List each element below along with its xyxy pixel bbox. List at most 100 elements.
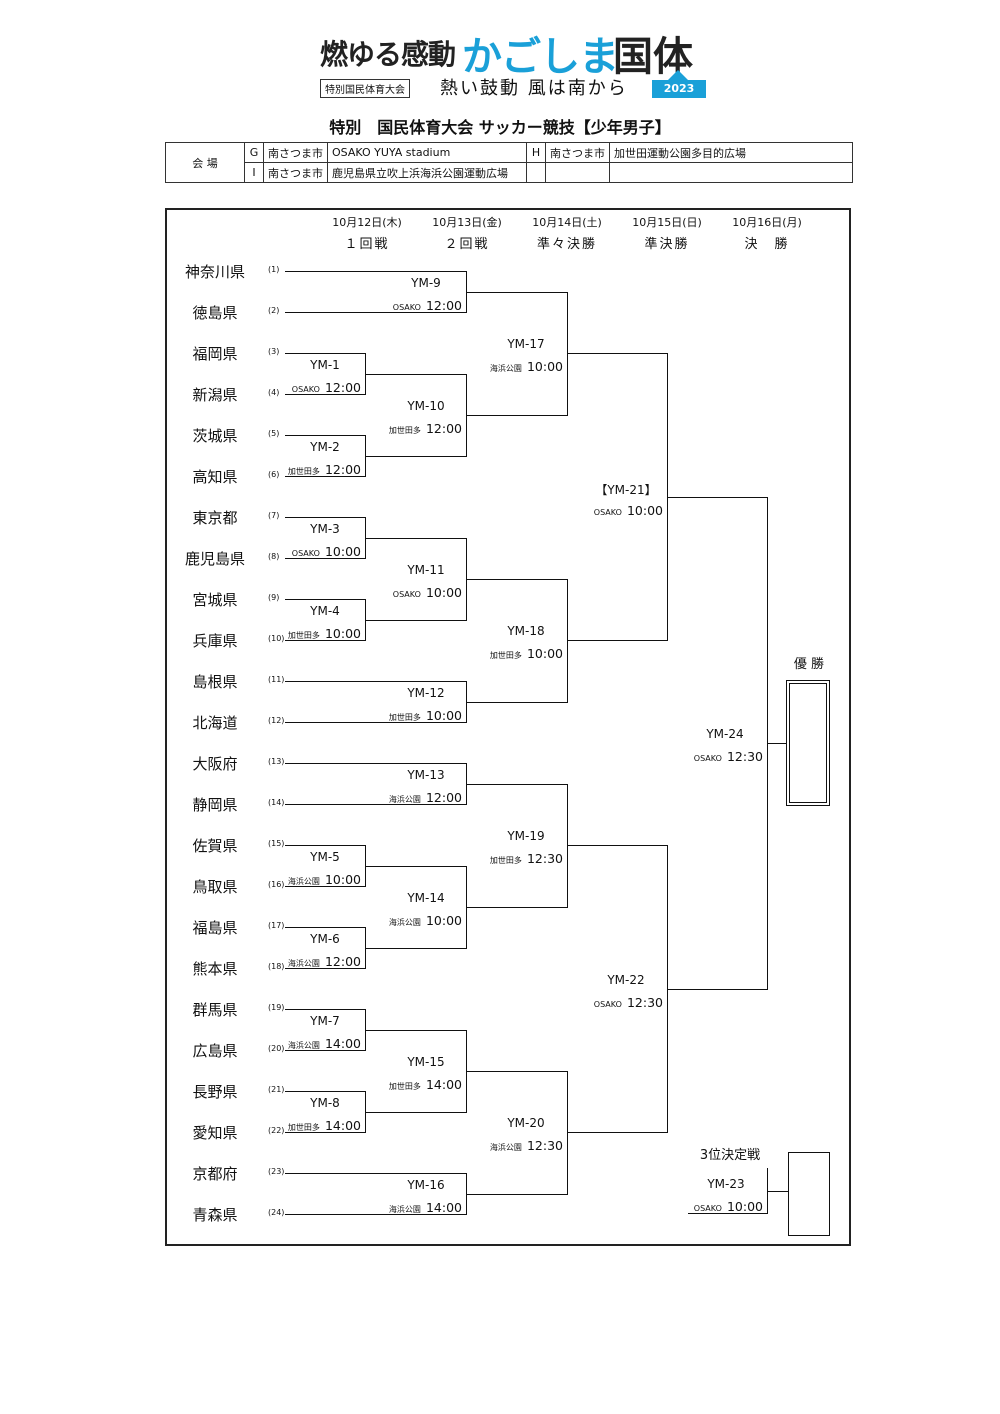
bracket-line — [567, 353, 667, 354]
match-venue-time: 海浜公園 10:00 — [281, 869, 361, 888]
team-name: 佐賀県 — [192, 837, 238, 855]
match-time: 10:00 — [526, 359, 563, 374]
venue-code: H — [526, 142, 546, 163]
team-seed-number: (1) — [268, 265, 280, 274]
match-venue: 海浜公園 — [388, 794, 421, 804]
match-venue-time: OSAKO 10:00 — [281, 541, 361, 560]
match-venue-time: OSAKO 12:30 — [581, 992, 663, 1011]
bracket-line — [285, 558, 365, 559]
bracket-line — [285, 763, 466, 764]
match-time: 10:00 — [726, 1199, 763, 1214]
match-venue: 海浜公園 — [287, 958, 320, 968]
bracket-line — [365, 619, 466, 621]
team-seed-number: (2) — [268, 306, 280, 315]
bracket-line — [667, 496, 767, 498]
bracket-line — [285, 1214, 466, 1215]
match-time: 12:00 — [425, 420, 462, 436]
team-name: 群馬県 — [192, 1001, 238, 1019]
match-time: 12:00 — [425, 789, 462, 805]
team-name: 福島県 — [192, 919, 238, 937]
match-venue-time: 加世田多 12:30 — [481, 848, 563, 867]
logo-subtitle: 特別国民体育大会 — [320, 79, 410, 98]
match-id: YM-10 — [407, 398, 445, 413]
match-venue-time: 加世田多 10:00 — [281, 623, 361, 642]
match-venue-time: OSAKO 10:00 — [382, 582, 462, 601]
team-name: 東京都 — [192, 509, 238, 527]
bracket-frame — [165, 208, 851, 1246]
bracket-line — [285, 1091, 365, 1092]
match-id: YM-18 — [507, 624, 545, 638]
venue-table: 会 場 G 南さつま市 OSAKO YUYA stadium H 南さつま市 加… — [165, 142, 853, 183]
match-venue-time: 海浜公園 14:00 — [281, 1033, 361, 1052]
match-time: 14:00 — [425, 1076, 462, 1092]
match-id: YM-1 — [310, 357, 340, 372]
match-venue-time: 加世田多 14:00 — [382, 1074, 462, 1093]
bracket-line — [365, 947, 466, 949]
venue-label: 会 場 — [165, 142, 245, 183]
bracket-line — [285, 353, 365, 354]
match-venue: 海浜公園 — [287, 876, 320, 886]
team-name: 神奈川県 — [184, 263, 245, 281]
bracket-line — [365, 865, 466, 867]
match-time: 10:00 — [526, 646, 563, 661]
round-name: 準々決勝 — [536, 237, 597, 252]
match-venue-time: 海浜公園 12:00 — [382, 787, 462, 806]
team-name: 鹿児島県 — [184, 550, 245, 568]
bracket-line — [285, 271, 466, 272]
venue-name: 鹿児島県立吹上浜海浜公園運動広場 — [327, 162, 527, 183]
bracket-line — [466, 906, 567, 908]
venue-code — [526, 162, 546, 183]
match-venue: 加世田多 — [489, 856, 522, 865]
match-time: 12:30 — [526, 1138, 563, 1153]
bracket-line — [285, 394, 365, 395]
champion-box — [786, 680, 830, 806]
team-seed-number: (5) — [268, 429, 280, 438]
match-id: 【YM-21】 — [595, 482, 657, 497]
bracket-line — [285, 1173, 466, 1174]
match-id: YM-8 — [310, 1095, 340, 1110]
bracket-line — [567, 640, 667, 641]
bracket-line — [285, 312, 466, 313]
round-date: 10月14日(土) — [532, 216, 602, 229]
venue-name: OSAKO YUYA stadium — [327, 142, 527, 163]
team-seed-number: (23) — [268, 1167, 285, 1176]
logo-year-badge: 2023 — [652, 80, 706, 98]
bracket-line — [285, 517, 365, 518]
team-seed-number: (4) — [268, 388, 280, 397]
bracket-line — [365, 455, 466, 457]
match-time: 14:00 — [425, 1199, 462, 1215]
team-name: 愛知県 — [192, 1124, 238, 1142]
match-venue: OSAKO — [392, 589, 421, 599]
match-venue-time: 海浜公園 12:00 — [281, 951, 361, 970]
match-id: YM-12 — [407, 685, 445, 700]
match-venue: 加世田多 — [489, 651, 522, 660]
team-seed-number: (10) — [268, 634, 285, 643]
team-seed-number: (8) — [268, 552, 280, 561]
match-venue: OSAKO — [693, 753, 722, 763]
match-venue: 海浜公園 — [489, 1143, 522, 1152]
logo-text-kagoshima: かごしま — [462, 34, 619, 80]
team-seed-number: (14) — [268, 798, 285, 807]
bracket-line — [667, 988, 767, 990]
match-venue-time: 加世田多 12:00 — [382, 418, 462, 437]
bracket-line — [466, 783, 567, 785]
bracket-line — [285, 886, 365, 887]
match-id: YM-6 — [310, 931, 340, 946]
match-time: 14:00 — [324, 1117, 361, 1133]
match-venue-time: OSAKO 10:00 — [681, 1196, 763, 1215]
round-name: ２回戦 — [444, 237, 490, 252]
match-venue: OSAKO — [392, 302, 421, 312]
match-venue-time: 海浜公園 14:00 — [382, 1197, 462, 1216]
match-time: 10:00 — [425, 912, 462, 928]
bracket-line — [285, 722, 466, 723]
match-id: YM-20 — [507, 1116, 545, 1130]
match-venue: OSAKO — [291, 384, 320, 394]
third-place-line — [767, 1190, 788, 1192]
venue-code: I — [244, 162, 264, 183]
team-seed-number: (6) — [268, 470, 280, 479]
venue-city: 南さつま市 — [263, 162, 328, 183]
round-name: １回戦 — [344, 237, 390, 252]
match-venue-time: 海浜公園 10:00 — [382, 910, 462, 929]
third-place-box — [788, 1152, 830, 1236]
team-seed-number: (21) — [268, 1085, 285, 1094]
